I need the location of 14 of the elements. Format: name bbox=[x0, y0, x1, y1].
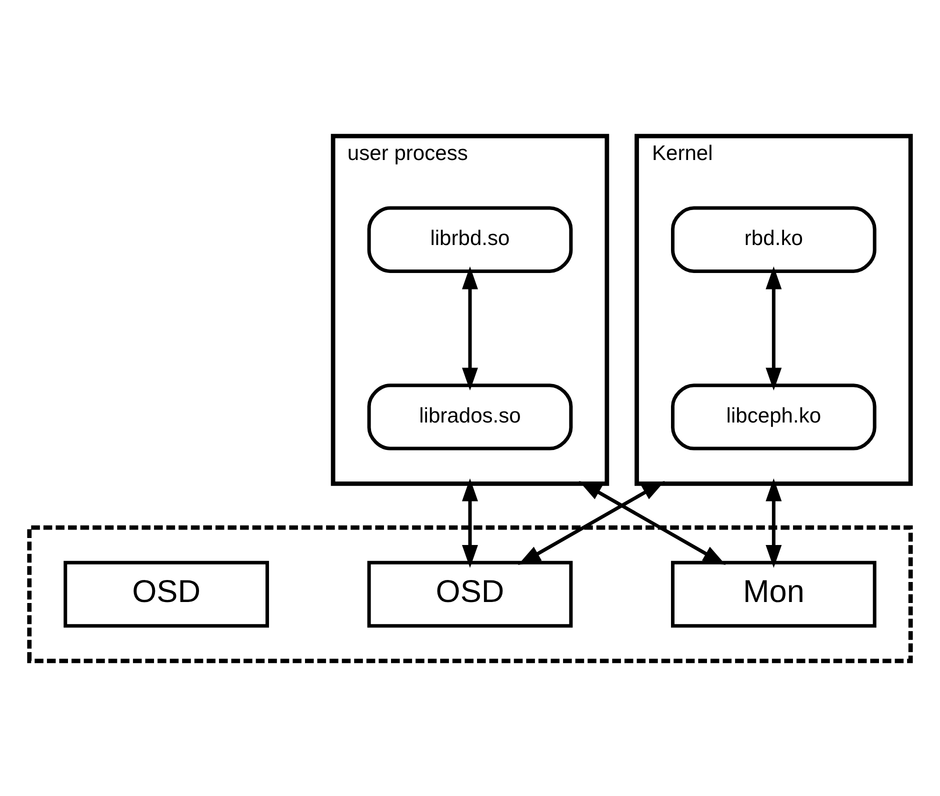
node-box: OSD bbox=[367, 560, 573, 628]
node-box: librbd.so bbox=[367, 206, 573, 272]
arrow bbox=[462, 478, 478, 568]
node-box: OSD bbox=[64, 560, 269, 628]
node-box: librados.so bbox=[367, 383, 573, 450]
arrow bbox=[518, 480, 665, 565]
cluster bbox=[27, 524, 913, 663]
arrow bbox=[766, 266, 782, 390]
node-box: libceph.ko bbox=[671, 383, 876, 450]
arrow bbox=[462, 266, 478, 390]
arrow bbox=[578, 480, 726, 565]
arrow bbox=[766, 478, 782, 568]
node-box: Mon bbox=[671, 560, 876, 628]
node-box: rbd.ko bbox=[671, 206, 876, 272]
